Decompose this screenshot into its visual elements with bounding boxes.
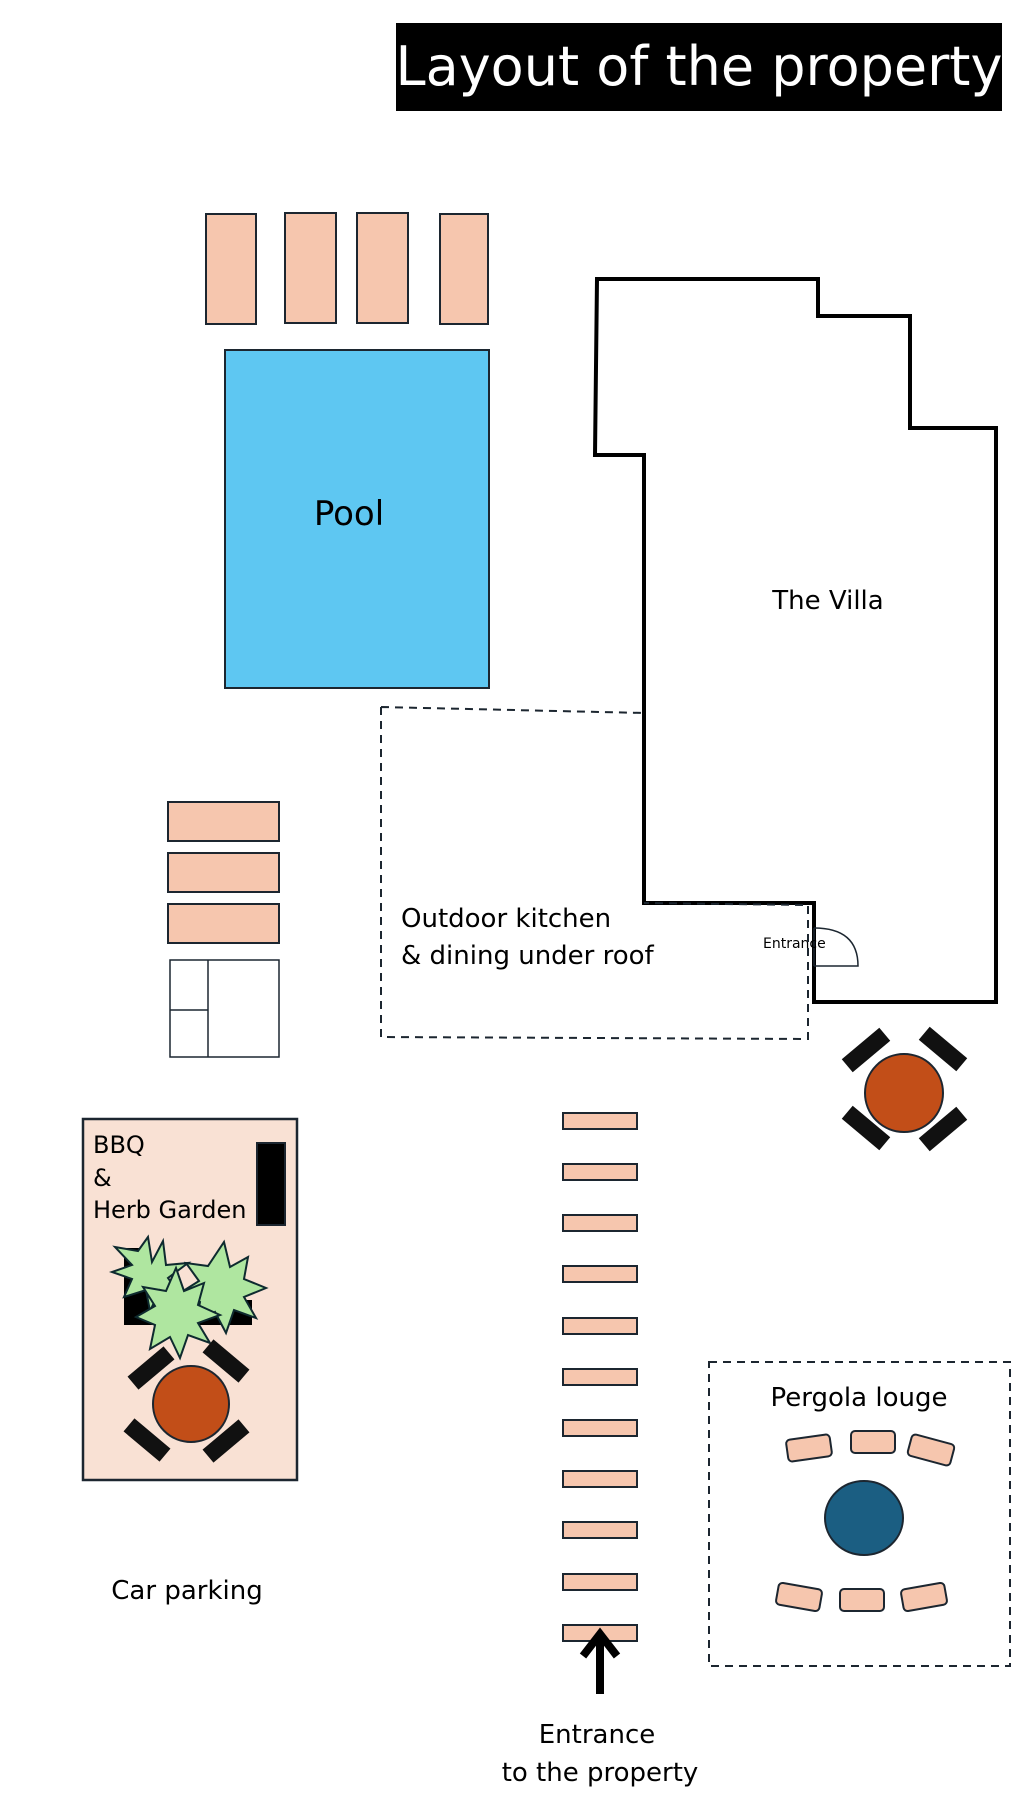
villa-patio-table: [841, 1026, 968, 1152]
lounge-seat: [775, 1581, 823, 1613]
villa-entrance-door: [813, 927, 859, 967]
sunbed: [356, 212, 409, 324]
stepping-stone: [562, 1573, 638, 1591]
herb-planters: [108, 1234, 269, 1361]
stepping-stone: [562, 1521, 638, 1539]
pergola-lounge-area: [708, 1361, 1011, 1667]
sunbed: [284, 212, 337, 324]
bbq-label-line1: BBQ: [93, 1131, 145, 1159]
side-sunbeds: [167, 801, 280, 944]
stepping-stone-path: [562, 1112, 638, 1642]
bbq-label-line3: Herb Garden: [93, 1196, 247, 1224]
stepping-stone: [562, 1214, 638, 1232]
chair: [123, 1418, 171, 1462]
lounge-table: [824, 1480, 904, 1556]
sunbed: [167, 801, 280, 842]
lounge-seat: [839, 1588, 885, 1612]
pergola-label: Pergola louge: [771, 1383, 948, 1413]
sunbed: [439, 213, 489, 325]
stepping-stone: [562, 1470, 638, 1488]
villa-entrance-label: Entrance: [763, 936, 826, 952]
stepping-stone: [562, 1368, 638, 1386]
storage-unit: [169, 959, 280, 1058]
lounge-seat: [785, 1433, 833, 1463]
stepping-stone: [562, 1112, 638, 1130]
herb-plant-icon: [133, 1265, 223, 1361]
outdoor-kitchen-area: [380, 706, 809, 1041]
bbq-grill: [256, 1142, 286, 1226]
chair: [841, 1027, 891, 1073]
car-parking-label: Car parking: [111, 1576, 262, 1606]
bbq-label-line2: &: [93, 1164, 112, 1192]
lounge-seats: [775, 1430, 956, 1613]
chair: [202, 1339, 250, 1383]
title-banner: Layout of the property: [396, 23, 1002, 111]
sunbed: [167, 903, 280, 944]
page-title: Layout of the property: [395, 35, 1003, 98]
round-table: [152, 1365, 230, 1443]
sunbed: [205, 213, 257, 325]
chair: [841, 1105, 891, 1151]
chair: [202, 1419, 250, 1463]
bbq-table: [123, 1339, 250, 1463]
sunbed: [167, 852, 280, 893]
pool-sunbeds: [205, 212, 489, 325]
villa-outline: [592, 277, 998, 1004]
chair: [918, 1106, 968, 1152]
pool: [224, 349, 490, 689]
round-table: [864, 1053, 944, 1133]
property-entrance-label-line1: Entrance: [539, 1720, 656, 1750]
stepping-stone: [562, 1317, 638, 1335]
stepping-stone: [562, 1163, 638, 1181]
lounge-seat: [906, 1433, 956, 1467]
property-entrance-label-line2: to the property: [502, 1758, 699, 1788]
villa-label: The Villa: [771, 586, 883, 616]
arrow-up-icon: [579, 1627, 621, 1694]
lounge-seat: [900, 1581, 948, 1613]
chair: [127, 1346, 175, 1390]
stepping-stone: [562, 1419, 638, 1437]
stepping-stone: [562, 1265, 638, 1283]
pool-label: Pool: [314, 494, 384, 534]
chair: [918, 1026, 968, 1072]
lounge-seat: [850, 1430, 896, 1454]
outdoor-kitchen-label-line1: Outdoor kitchen: [401, 904, 611, 934]
outdoor-kitchen-label-line2: & dining under roof: [401, 941, 655, 971]
